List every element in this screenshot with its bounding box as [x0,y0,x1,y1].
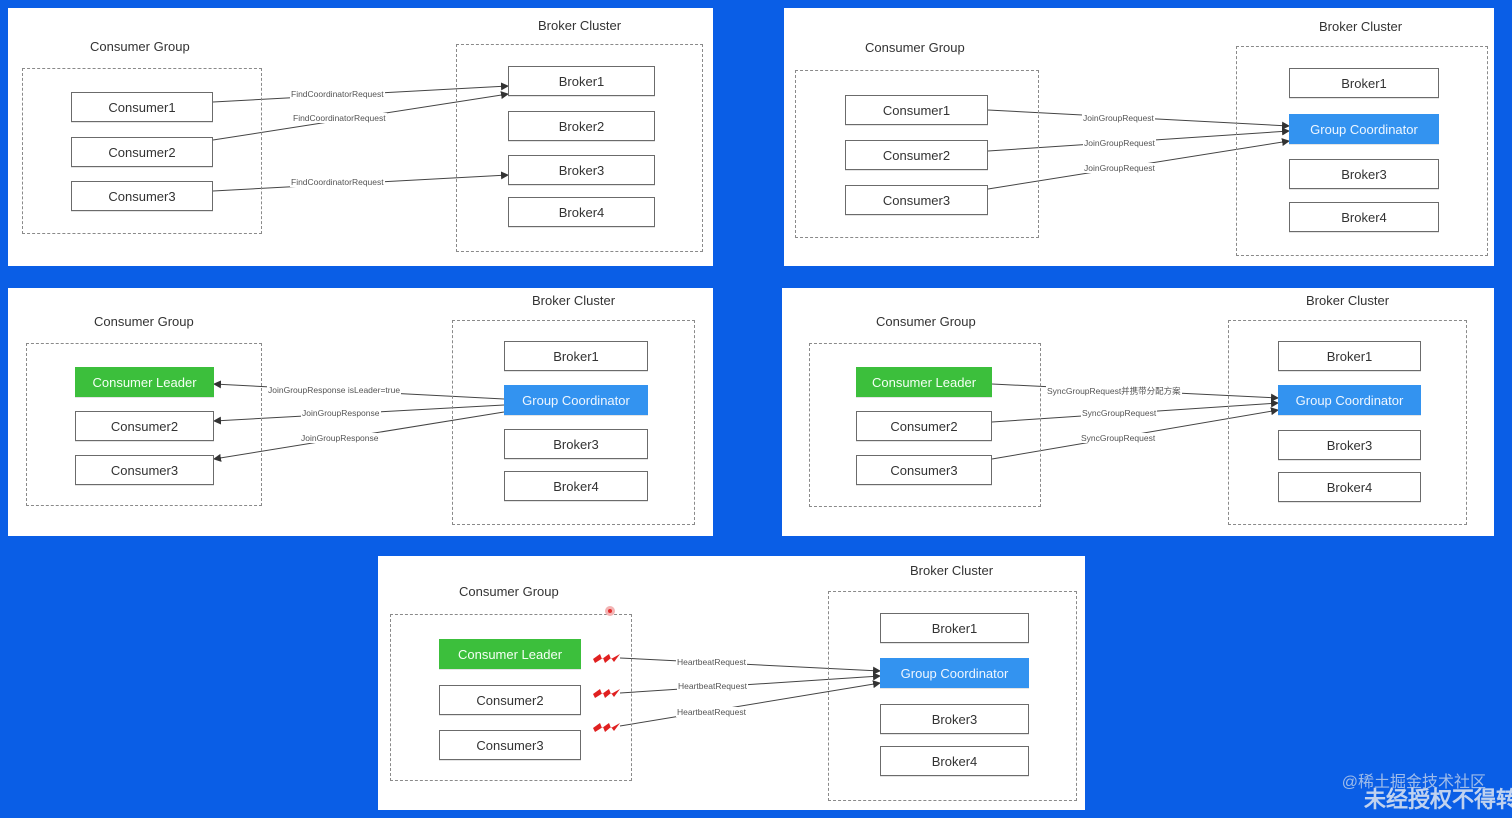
diagram-panel-heartbeat: Consumer Group Broker Cluster Consumer L… [378,556,1085,810]
consumer-group-title: Consumer Group [865,40,965,55]
broker-cluster-title: Broker Cluster [532,293,616,308]
broker-box: Broker3 [504,429,648,459]
broker-cluster-title: Broker Cluster [910,563,994,578]
edge-label: FindCoordinatorRequest [290,89,385,99]
edge-label: FindCoordinatorRequest [290,177,385,187]
consumer-box: Consumer3 [71,181,213,211]
edge-label: SyncGroupRequest [1081,408,1158,418]
broker-box: Broker2 [508,111,655,141]
consumer-box: Consumer1 [845,95,988,125]
watermark-notice: 未经授权不得转 [1363,787,1512,812]
broker-box: Broker4 [504,471,648,501]
edge-label: HeartbeatRequest [677,681,748,691]
broker-box: Broker3 [1289,159,1439,189]
heartbeat-lightning-icon [593,723,620,732]
consumer-box: Consumer3 [75,455,214,485]
edge-label: SyncGroupRequest [1080,433,1157,443]
consumer-box: Consumer2 [71,137,213,167]
broker-box: Broker4 [1289,202,1439,232]
consumer-box: Consumer1 [71,92,213,122]
group-coordinator-box: Group Coordinator [1278,385,1421,415]
diagram-panel-find-coordinator: Consumer Group Broker Cluster Consumer1 … [8,8,713,266]
consumer-group-title: Consumer Group [94,314,194,329]
heartbeat-lightning-icon [593,654,620,663]
broker-box: Broker4 [1278,472,1421,502]
broker-box: Broker4 [508,197,655,227]
consumer-group-title: Consumer Group [459,584,559,599]
consumer-leader-box: Consumer Leader [75,367,214,397]
edge-label: JoinGroupRequest [1082,113,1155,123]
consumer-leader-box: Consumer Leader [439,639,581,669]
broker-cluster-frame [456,44,703,252]
broker-cluster-title: Broker Cluster [1319,19,1403,34]
consumer-group-title: Consumer Group [90,39,190,54]
edge-label: SyncGroupRequest并携带分配方案 [1046,385,1182,397]
broker-box: Broker3 [508,155,655,185]
broker-box: Broker1 [1289,68,1439,98]
broker-box: Broker1 [508,66,655,96]
consumer-box: Consumer3 [439,730,581,760]
broker-cluster-frame [828,591,1077,801]
broker-cluster-title: Broker Cluster [1306,293,1390,308]
edge-label: FindCoordinatorRequest [292,113,387,123]
consumer-box: Consumer2 [856,411,992,441]
broker-cluster-frame [452,320,695,525]
watermark-community: @稀土掘金技术社区 [1341,774,1486,791]
consumer-box: Consumer3 [856,455,992,485]
heartbeat-lightning-icon [593,689,620,698]
group-coordinator-box: Group Coordinator [504,385,648,415]
edge-label: HeartbeatRequest [676,707,747,717]
consumer-group-title: Consumer Group [876,314,976,329]
broker-box: Broker4 [880,746,1029,776]
diagram-panel-sync-group: Consumer Group Broker Cluster Consumer L… [782,288,1494,536]
diagram-panel-join-group: Consumer Group Broker Cluster Consumer1 … [784,8,1494,266]
broker-box: Broker3 [1278,430,1421,460]
consumer-leader-box: Consumer Leader [856,367,992,397]
consumer-group-frame [22,68,262,234]
edge-label: JoinGroupResponse [301,408,381,418]
group-coordinator-box: Group Coordinator [1289,114,1439,144]
broker-box: Broker1 [1278,341,1421,371]
consumer-group-frame [390,614,632,781]
consumer-box: Consumer2 [75,411,214,441]
consumer-group-frame [795,70,1039,238]
group-coordinator-box: Group Coordinator [880,658,1029,688]
consumer-box: Consumer3 [845,185,988,215]
cursor-pointer-icon [605,606,615,616]
broker-cluster-frame [1228,320,1467,525]
broker-cluster-title: Broker Cluster [538,18,622,33]
consumer-box: Consumer2 [845,140,988,170]
edge-label: JoinGroupResponse isLeader=true [267,385,402,395]
consumer-group-frame [809,343,1041,507]
edge-label: JoinGroupResponse [300,433,380,443]
broker-box: Broker1 [504,341,648,371]
edge-label: HeartbeatRequest [676,657,747,667]
edge-label: JoinGroupRequest [1083,138,1156,148]
broker-cluster-frame [1236,46,1488,256]
broker-box: Broker1 [880,613,1029,643]
edge-label: JoinGroupRequest [1083,163,1156,173]
diagram-panel-join-group-response: Consumer Group Broker Cluster Consumer L… [8,288,713,536]
consumer-group-frame [26,343,262,506]
consumer-box: Consumer2 [439,685,581,715]
broker-box: Broker3 [880,704,1029,734]
